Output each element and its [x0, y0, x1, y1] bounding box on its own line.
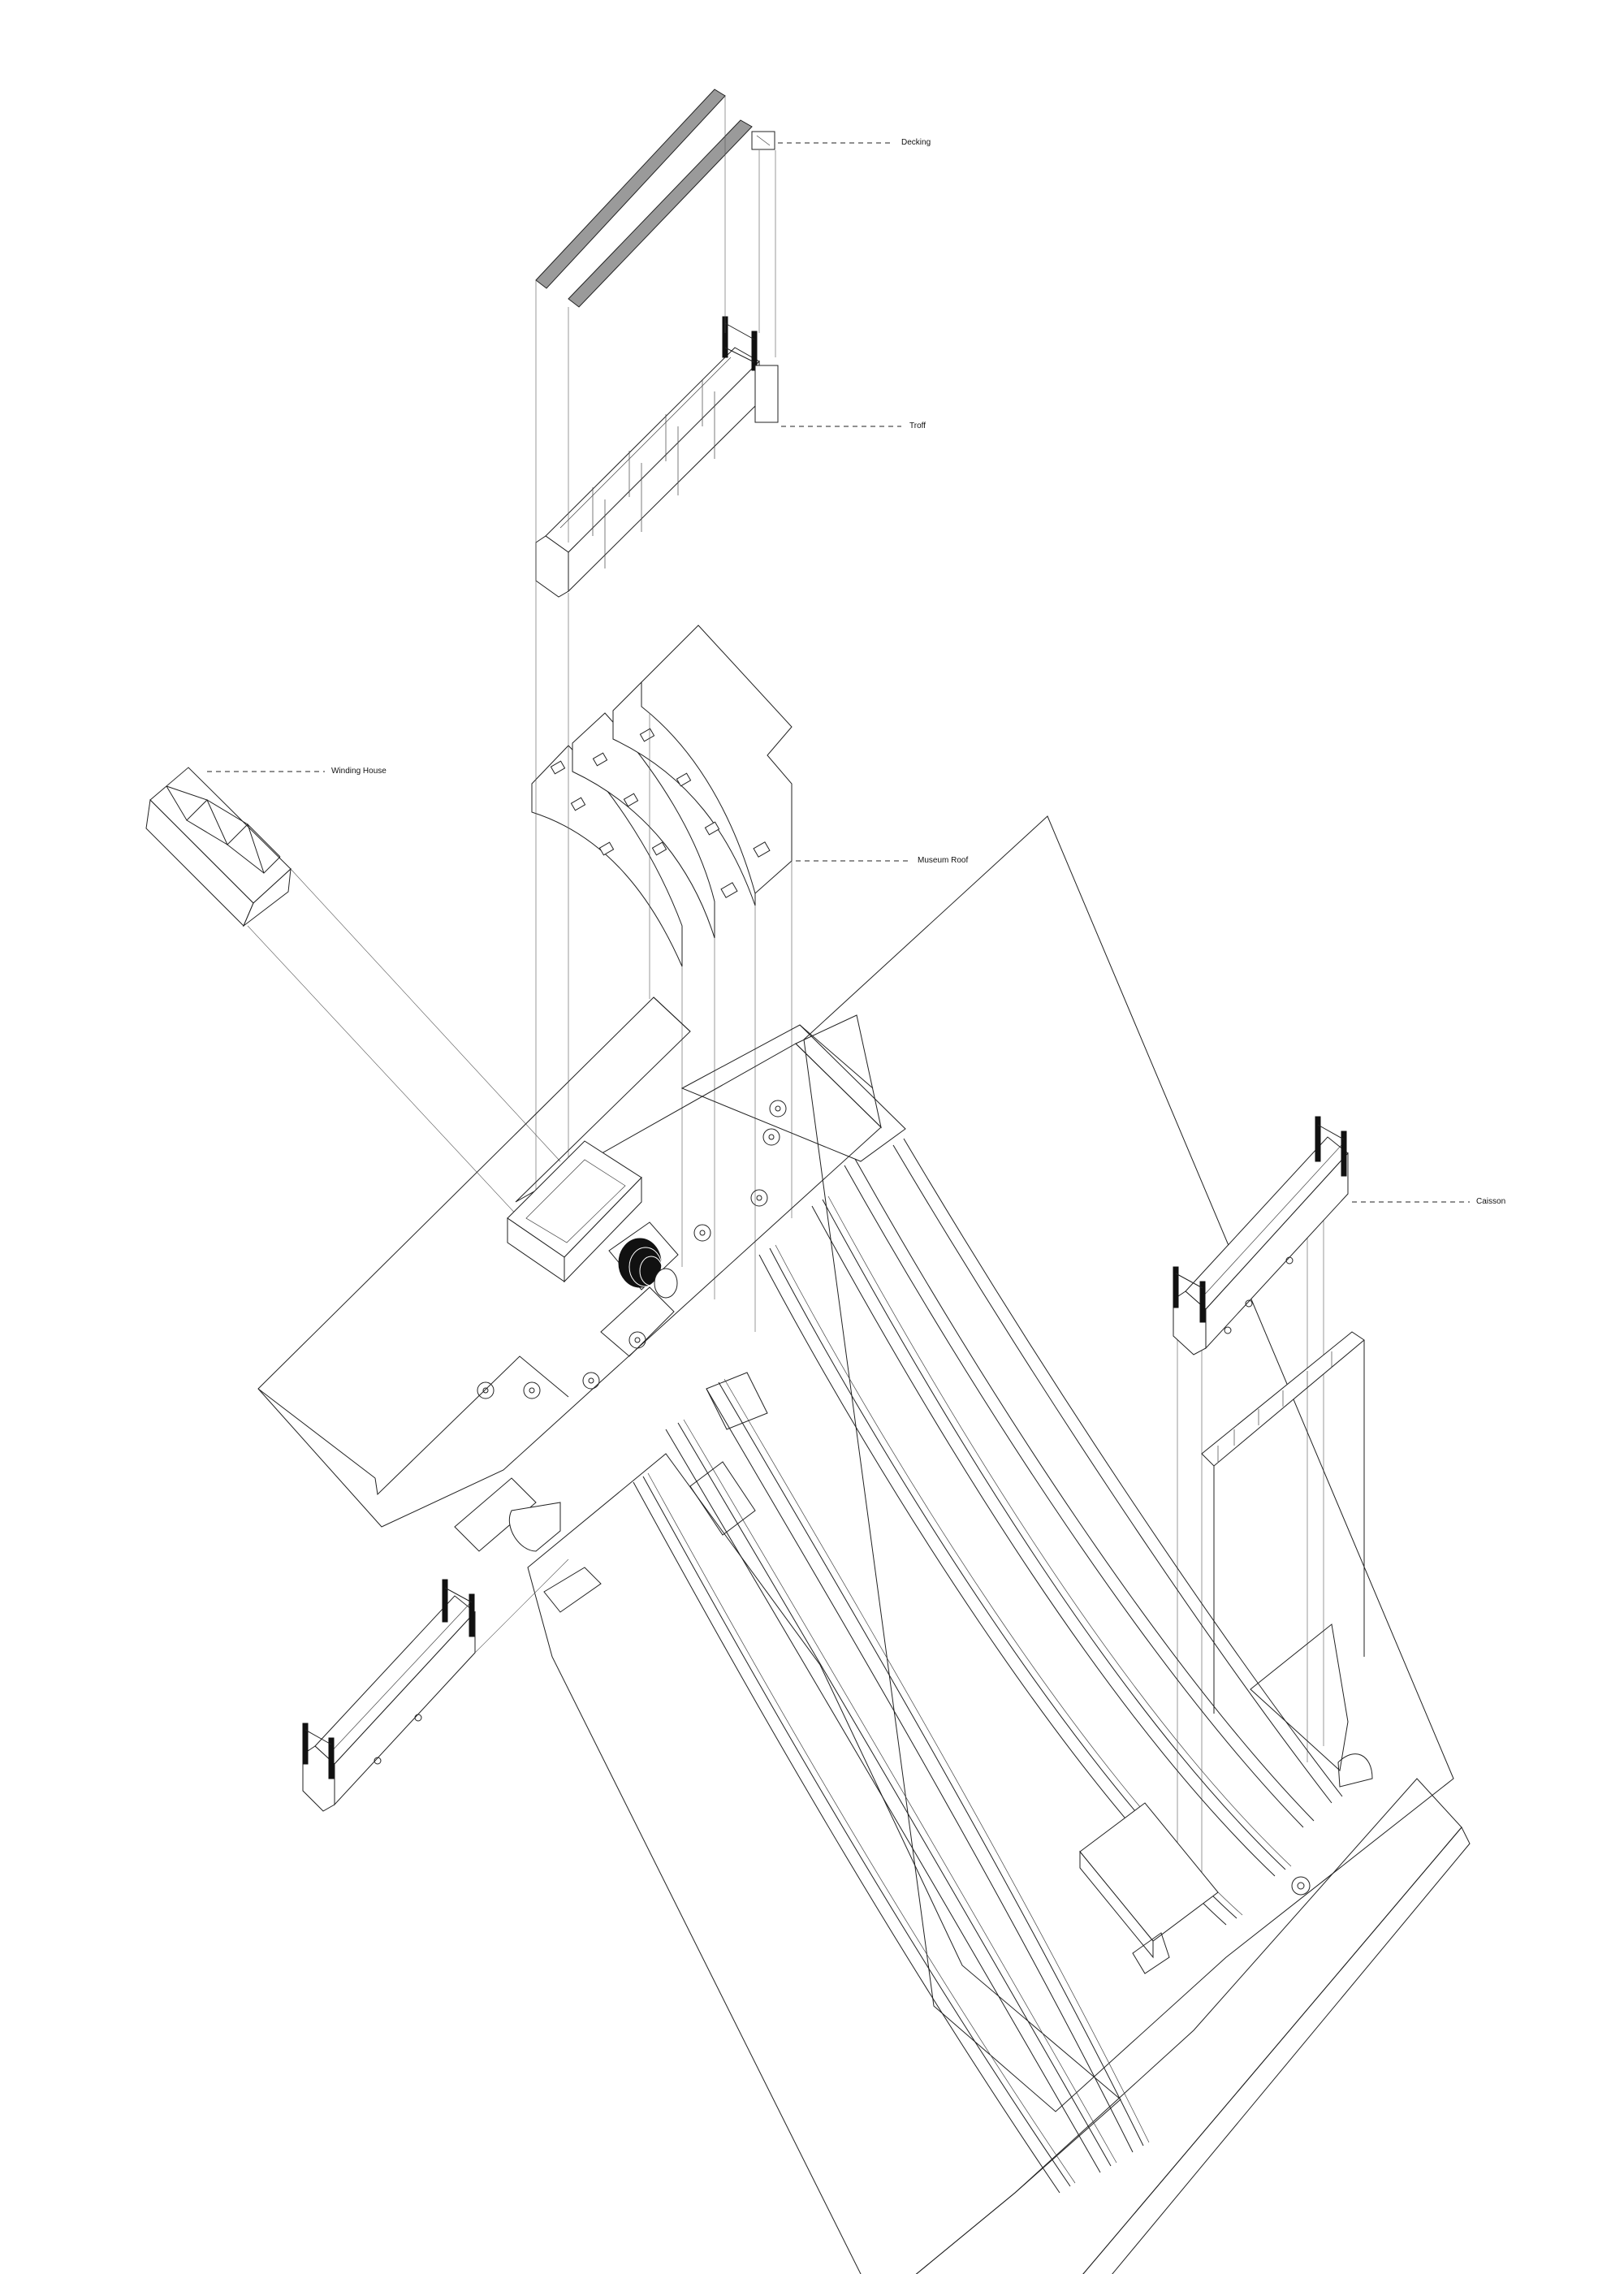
- label-caisson: Caisson: [1476, 1197, 1506, 1206]
- rail-track-7: [892, 1138, 1343, 1804]
- lower-dock: [1079, 1623, 1373, 1974]
- winding-house-component: [145, 767, 292, 927]
- caisson-lower-component: [302, 1579, 476, 1812]
- caisson-wheels: [1224, 1256, 1294, 1334]
- troff-gate-frame: [722, 316, 779, 423]
- rail-track-3: [706, 1378, 1150, 2153]
- winding-drum: [608, 1221, 679, 1299]
- support-hooks: [1217, 1351, 1332, 1462]
- caisson-component: [1173, 1116, 1349, 1355]
- troff-ribs: [592, 380, 715, 568]
- label-decking: Decking: [901, 138, 931, 147]
- decking-component: [535, 89, 775, 308]
- rail-track-5: [811, 1195, 1292, 1877]
- main-platform: [257, 996, 906, 1528]
- museum-roof-component: [531, 625, 793, 967]
- rail-track-6: [844, 1158, 1315, 1828]
- engine-house-block: [507, 1140, 642, 1283]
- lower-site-outline: [527, 815, 1471, 2274]
- roof-skylights: [550, 728, 771, 898]
- rail-track-2: [665, 1419, 1117, 2173]
- rail-track-1: [633, 1472, 1076, 2194]
- troff-component: [535, 316, 779, 598]
- lower-caisson-projection: [474, 1559, 569, 1654]
- projection-lines: [535, 96, 1324, 1892]
- mid-structures: [454, 1286, 768, 1613]
- caisson-gates: [1173, 1116, 1347, 1323]
- winding-house-truss: [166, 767, 281, 874]
- label-troff: Troff: [909, 422, 926, 430]
- caisson-support-frame: [1201, 1331, 1365, 1714]
- label-winding-house: Winding House: [331, 767, 387, 776]
- pulley-wheels: [477, 1100, 1311, 1896]
- winding-house-projection: [247, 868, 561, 1219]
- label-museum-roof: Museum Roof: [918, 856, 969, 865]
- inclined-rail-tracks: [633, 1138, 1343, 2194]
- rail-track-4: [758, 1244, 1243, 1926]
